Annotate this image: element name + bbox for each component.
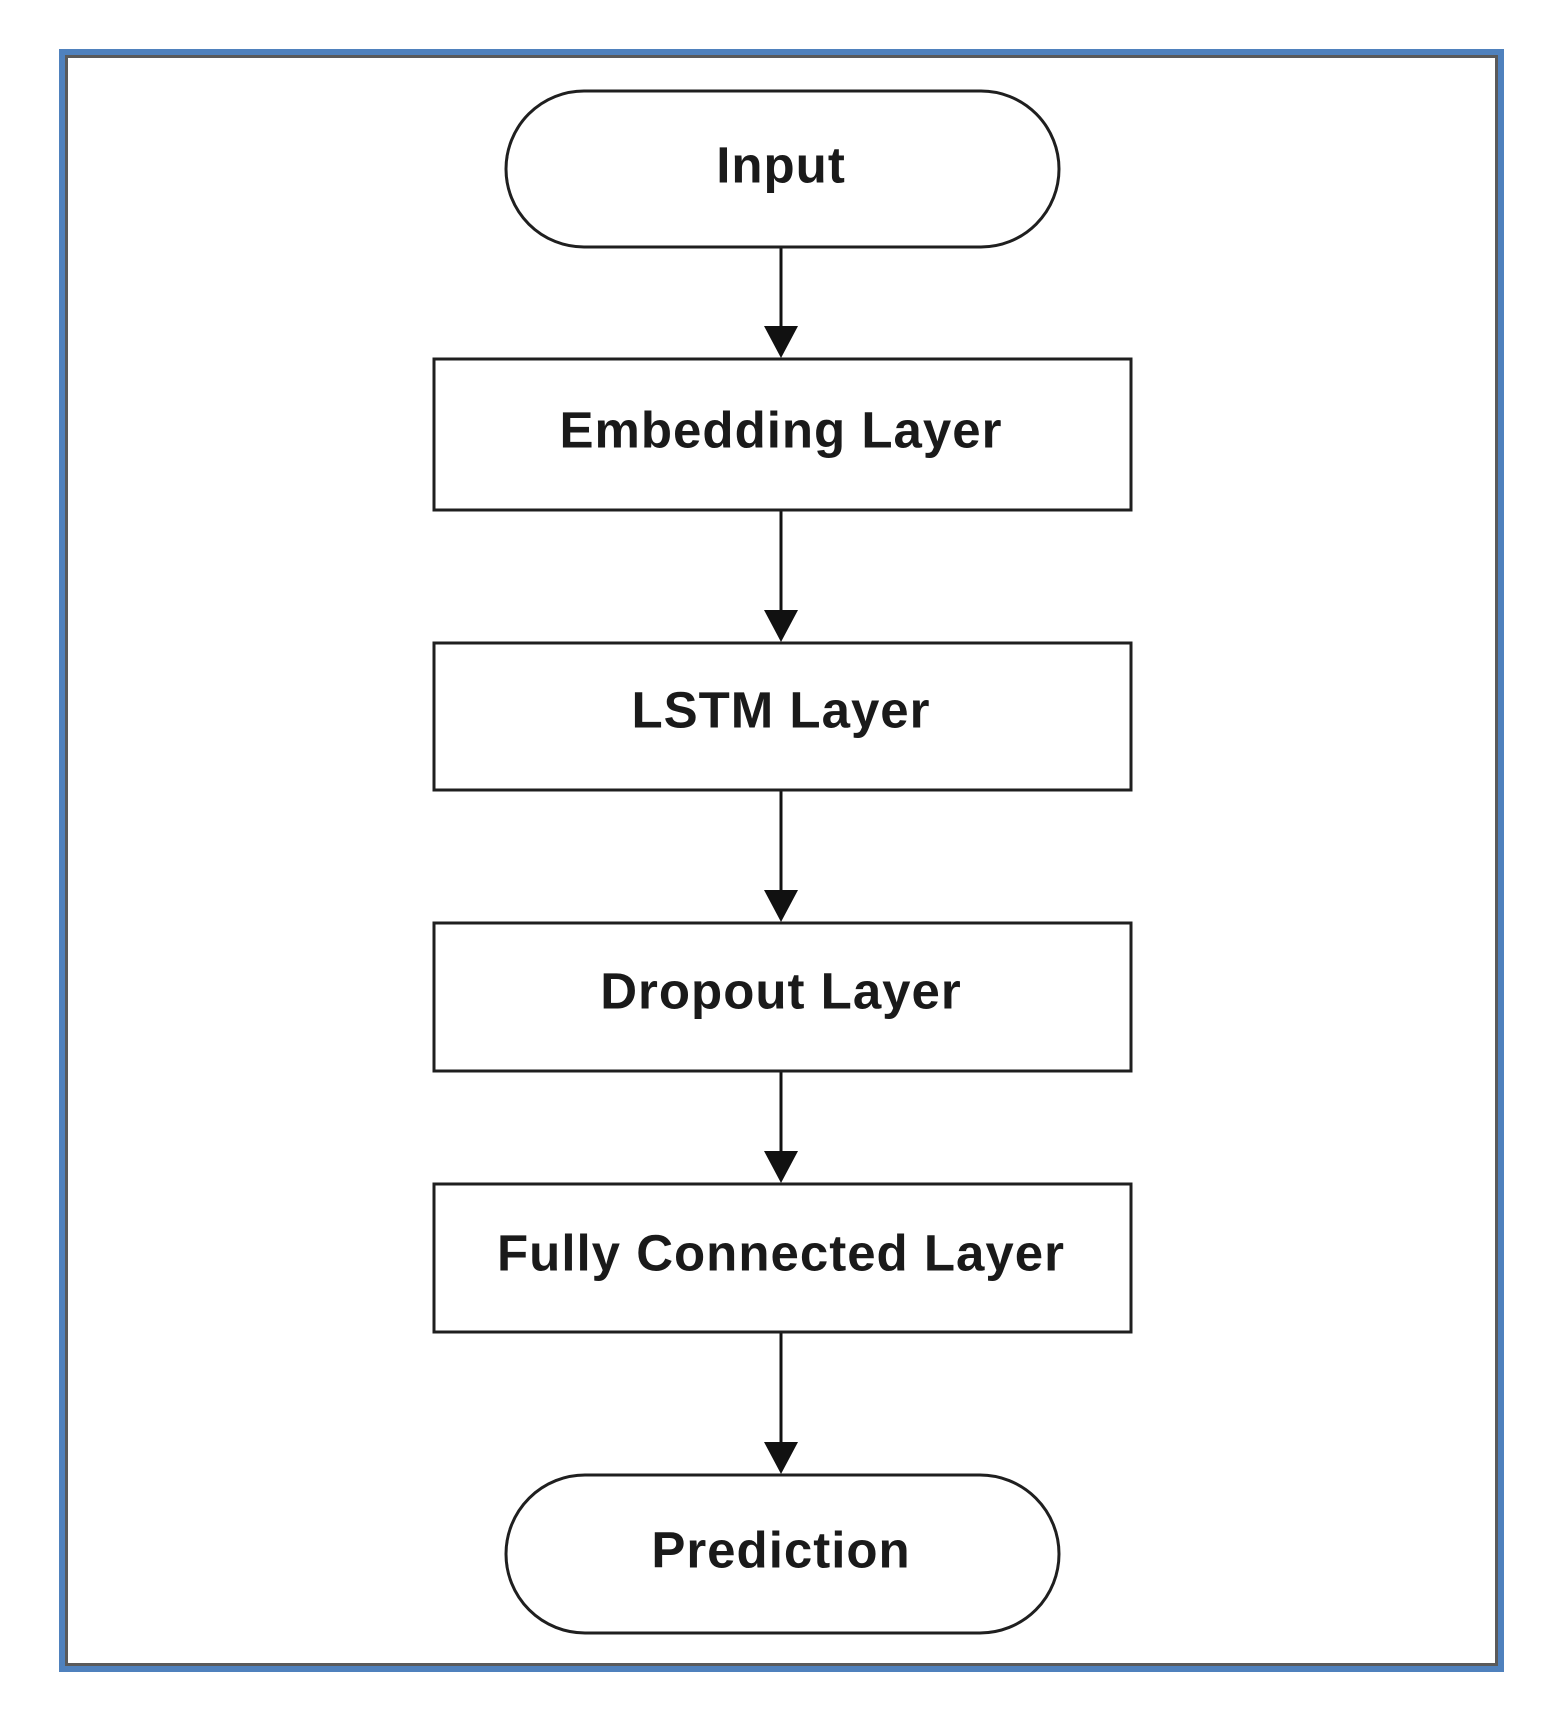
node-lstm-layer: LSTM Layer [432,641,1133,792]
node-dropout-label: Dropout Layer [600,962,962,1019]
node-input: Input [504,89,1061,249]
edge-embedding-to-lstm [764,510,798,642]
node-fully-connected-layer: Fully Connected Layer [432,1182,1133,1334]
edge-fully-connected-to-prediction [764,1332,798,1474]
node-dropout-layer: Dropout Layer [432,921,1133,1073]
diagram-frame [59,49,1504,1672]
node-embedding-label: Embedding Layer [560,401,1003,458]
node-input-label: Input [716,136,846,193]
diagram-frame-inner [65,55,1498,1666]
node-prediction: Prediction [504,1473,1061,1635]
edge-dropout-to-fully-connected [764,1071,798,1183]
node-embedding-layer: Embedding Layer [432,357,1133,512]
node-lstm-label: LSTM Layer [631,681,930,738]
node-prediction-label: Prediction [651,1521,910,1578]
node-fully-connected-label: Fully Connected Layer [497,1224,1065,1281]
edge-input-to-embedding [764,247,798,358]
edge-lstm-to-dropout [764,790,798,922]
